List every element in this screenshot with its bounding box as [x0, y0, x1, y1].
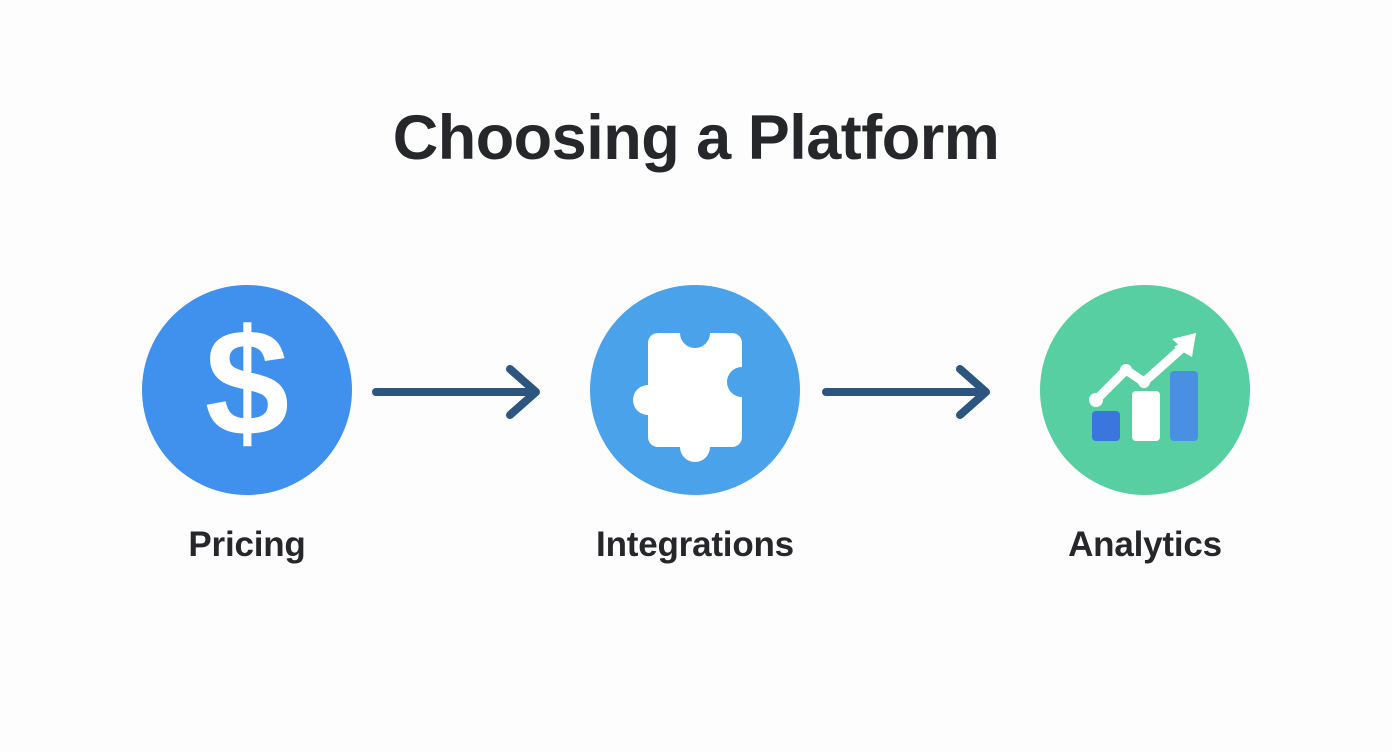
flow-connector-1: [370, 357, 560, 427]
flow-step-label-analytics: Analytics: [1068, 525, 1222, 564]
flow-step-label-integrations: Integrations: [596, 525, 794, 564]
flow-step-analytics[interactable]: Analytics: [1015, 285, 1275, 562]
flow-step-integrations[interactable]: Integrations: [565, 285, 825, 562]
growth-chart-icon: [1089, 333, 1198, 441]
process-flow: $ Pricing Integrations: [0, 285, 1392, 585]
flow-step-label-pricing: Pricing: [188, 525, 306, 564]
svg-text:$: $: [205, 298, 290, 468]
puzzle-piece-icon: [633, 333, 742, 462]
flow-step-pricing[interactable]: $ Pricing: [117, 285, 377, 562]
analytics-icon-circle[interactable]: [1040, 285, 1250, 495]
pricing-icon-circle[interactable]: $: [142, 285, 352, 495]
arrow-right-icon: [372, 365, 540, 419]
integrations-icon-circle[interactable]: [590, 285, 800, 495]
dollar-sign-icon: $: [205, 298, 290, 468]
arrow-right-icon: [822, 365, 990, 419]
page-title: Choosing a Platform: [392, 103, 1000, 173]
flow-connector-2: [820, 357, 1010, 427]
